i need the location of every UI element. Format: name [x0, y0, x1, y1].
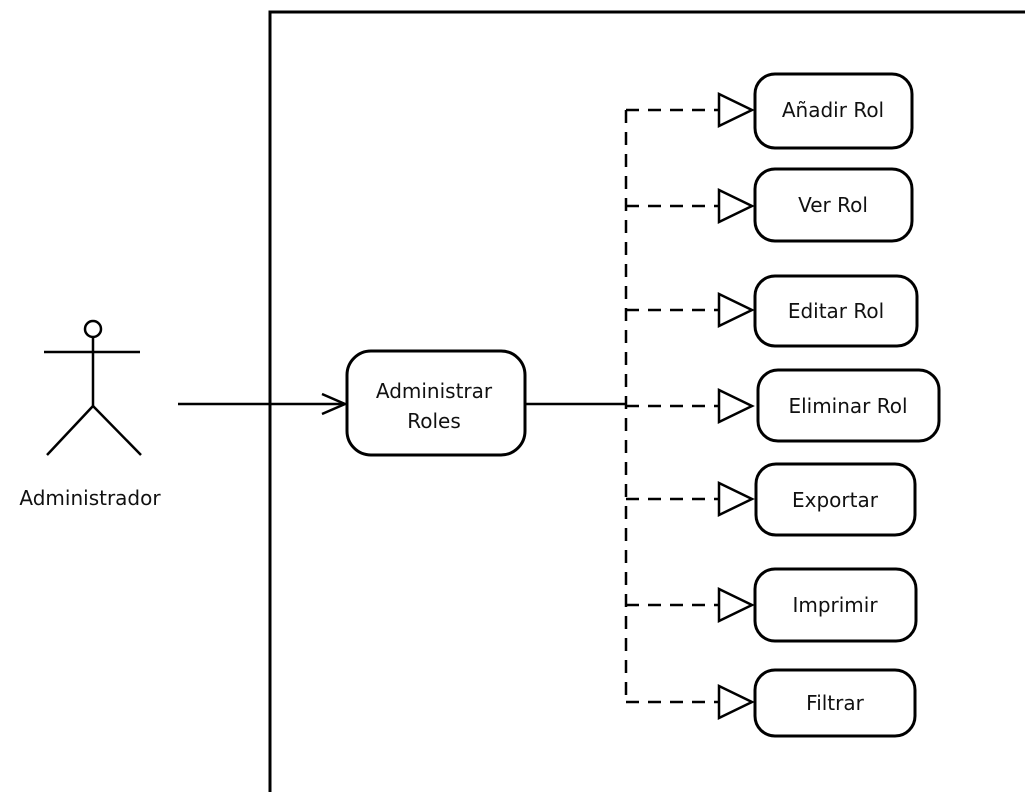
use-case-label: Exportar: [792, 488, 879, 512]
use-case-label: Eliminar Rol: [788, 394, 907, 418]
use-case-imprimir[interactable]: Imprimir: [626, 567, 918, 643]
use-case-ver-rol[interactable]: Ver Rol: [626, 167, 914, 243]
use-case-eliminar-rol[interactable]: Eliminar Rol: [626, 368, 941, 443]
actor-administrador[interactable]: Administrador: [19, 319, 161, 510]
actor-name: Administrador: [19, 486, 161, 510]
use-case-label: Imprimir: [792, 593, 878, 617]
use-case-label: Editar Rol: [788, 299, 884, 323]
use-case-label: Ver Rol: [798, 193, 868, 217]
main-use-case-label-line-2: Roles: [407, 409, 461, 433]
use-case-exportar[interactable]: Exportar: [626, 462, 917, 537]
system-boundary: [268, 10, 1025, 792]
stick-figure-actor-icon: [44, 319, 142, 456]
use-case-administrar-roles[interactable]: Administrar Roles: [345, 349, 527, 457]
main-use-case-label-line-1: Administrar: [376, 379, 493, 403]
use-case-anadir-rol[interactable]: Añadir Rol: [626, 72, 914, 150]
use-case-label: Filtrar: [806, 691, 864, 715]
use-case-label: Añadir Rol: [782, 98, 884, 122]
use-case-filtrar[interactable]: Filtrar: [626, 668, 917, 738]
use-case-editar-rol[interactable]: Editar Rol: [626, 274, 919, 348]
sub-use-case-group: Añadir Rol Ver Rol Editar Rol Eliminar R…: [626, 72, 941, 738]
association-arrow: [178, 392, 349, 416]
